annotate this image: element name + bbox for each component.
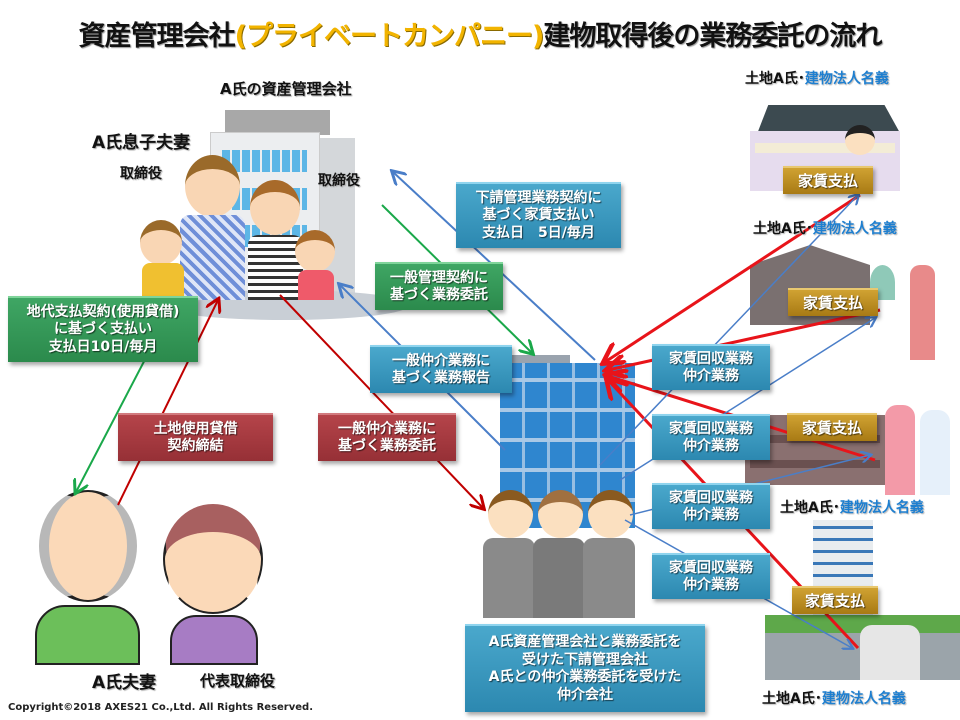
owner-label-2: 土地A氏･建物法人名義 — [753, 218, 897, 238]
subcontractor-box: A氏資産管理会社と業務委託を 受けた下請管理会社 A氏との仲介業務委託を受けた … — [465, 624, 705, 712]
son-family-illustration — [140, 155, 345, 300]
son-couple-label: A氏息子夫妻 — [92, 133, 191, 153]
box-line: 基づく業務委託 — [390, 287, 488, 303]
brokerage-commission-box: 一般仲介業務に 基づく業務委託 — [318, 413, 456, 461]
parents-label: A氏夫妻 — [92, 673, 157, 693]
arrow-brokerage-commission — [279, 294, 483, 508]
title-accent: (プライベートカンパニー) — [234, 21, 545, 52]
land-loan-box: 土地使用貸借 契約締結 — [118, 413, 273, 461]
rent-payment-box-1: 家賃支払 — [783, 166, 873, 194]
rent-collection-box-3: 家賃回収業務 仲介業務 — [652, 483, 770, 529]
representative-label: 代表取締役 — [200, 672, 276, 690]
box-line: A氏との仲介業務委託を受けた — [488, 669, 682, 685]
box-line: 仲介会社 — [557, 686, 613, 703]
box-line: 支払日 5日/毎月 — [482, 224, 595, 241]
box-line: 契約締結 — [167, 438, 224, 454]
brokerage-report-box: 一般仲介業務に 基づく業務報告 — [370, 345, 512, 393]
box-line: 仲介業務 — [683, 507, 739, 523]
page-title: 資産管理会社(プライベートカンパニー)建物取得後の業務委託の流れ — [0, 14, 960, 53]
box-line: 家賃回収業務 — [669, 559, 753, 576]
owner-label-1: 土地A氏･建物法人名義 — [745, 68, 889, 88]
rent-payment-box-4: 家賃支払 — [792, 586, 878, 614]
box-line: A氏資産管理会社と業務委託を — [488, 634, 682, 650]
owner-prefix: 土地A氏･ — [762, 691, 822, 707]
title-part2: 建物取得後の業務委託の流れ — [543, 21, 882, 52]
box-line: 受けた下請管理会社 — [522, 651, 648, 668]
box-line: 家賃回収業務 — [669, 420, 753, 437]
rent-collection-box-4: 家賃回収業務 仲介業務 — [652, 553, 770, 599]
box-line: 支払日10日/毎月 — [48, 338, 158, 355]
box-line: 仲介業務 — [683, 368, 739, 384]
box-line: 土地使用貸借 — [153, 420, 238, 437]
box-line: 一般仲介業務に — [392, 352, 490, 369]
box-line: 仲介業務 — [683, 577, 739, 593]
owner-label-4: 土地A氏･建物法人名義 — [762, 688, 906, 708]
land-rent-payment-box: 地代支払契約(使用貸借) に基づく支払い 支払日10日/毎月 — [8, 296, 198, 362]
box-line: 家賃回収業務 — [669, 489, 753, 506]
staff-illustration — [478, 490, 638, 620]
general-mgmt-box: 一般管理契約に 基づく業務委託 — [375, 262, 503, 310]
box-line: 家賃支払 — [801, 418, 862, 437]
rent-collection-box-1: 家賃回収業務 仲介業務 — [652, 344, 770, 390]
box-line: 下請管理業務契約に — [475, 189, 602, 206]
box-line: 地代支払契約(使用貸借) — [26, 303, 180, 320]
copyright-text: Copyright©2018 AXES21 Co.,Ltd. All Right… — [8, 702, 313, 713]
rent-collection-box-2: 家賃回収業務 仲介業務 — [652, 414, 770, 460]
rent-payment-box-2: 家賃支払 — [788, 288, 878, 316]
owner-suffix: 建物法人名義 — [839, 500, 924, 516]
box-line: 家賃支払 — [802, 293, 863, 312]
title-part1: 資産管理会社 — [78, 21, 236, 52]
box-line: 一般管理契約に — [390, 269, 488, 286]
box-line: 家賃支払 — [797, 171, 858, 190]
box-line: に基づく支払い — [54, 321, 152, 338]
owner-label-3: 土地A氏･建物法人名義 — [780, 497, 924, 517]
box-line: 基づく業務委託 — [338, 438, 436, 454]
owner-prefix: 土地A氏･ — [780, 500, 840, 516]
owner-suffix: 建物法人名義 — [812, 221, 897, 237]
box-line: 仲介業務 — [683, 438, 739, 454]
sub-mgmt-payment-box: 下請管理業務契約に 基づく家賃支払い 支払日 5日/毎月 — [456, 182, 621, 248]
parents-illustration — [35, 490, 265, 665]
asset-company-label: A氏の資産管理会社 — [220, 80, 352, 98]
box-line: 一般仲介業務に — [338, 420, 436, 437]
rent-payment-box-3: 家賃支払 — [787, 413, 877, 441]
box-line: 基づく業務報告 — [392, 370, 490, 386]
owner-prefix: 土地A氏･ — [745, 71, 805, 87]
director-left-label: 取締役 — [120, 166, 162, 182]
box-line: 基づく家賃支払い — [482, 207, 595, 224]
director-right-label: 取締役 — [318, 173, 360, 189]
owner-prefix: 土地A氏･ — [753, 221, 813, 237]
owner-suffix: 建物法人名義 — [804, 71, 889, 87]
box-line: 家賃支払 — [804, 591, 865, 610]
box-line: 家賃回収業務 — [669, 350, 753, 367]
owner-suffix: 建物法人名義 — [821, 691, 906, 707]
